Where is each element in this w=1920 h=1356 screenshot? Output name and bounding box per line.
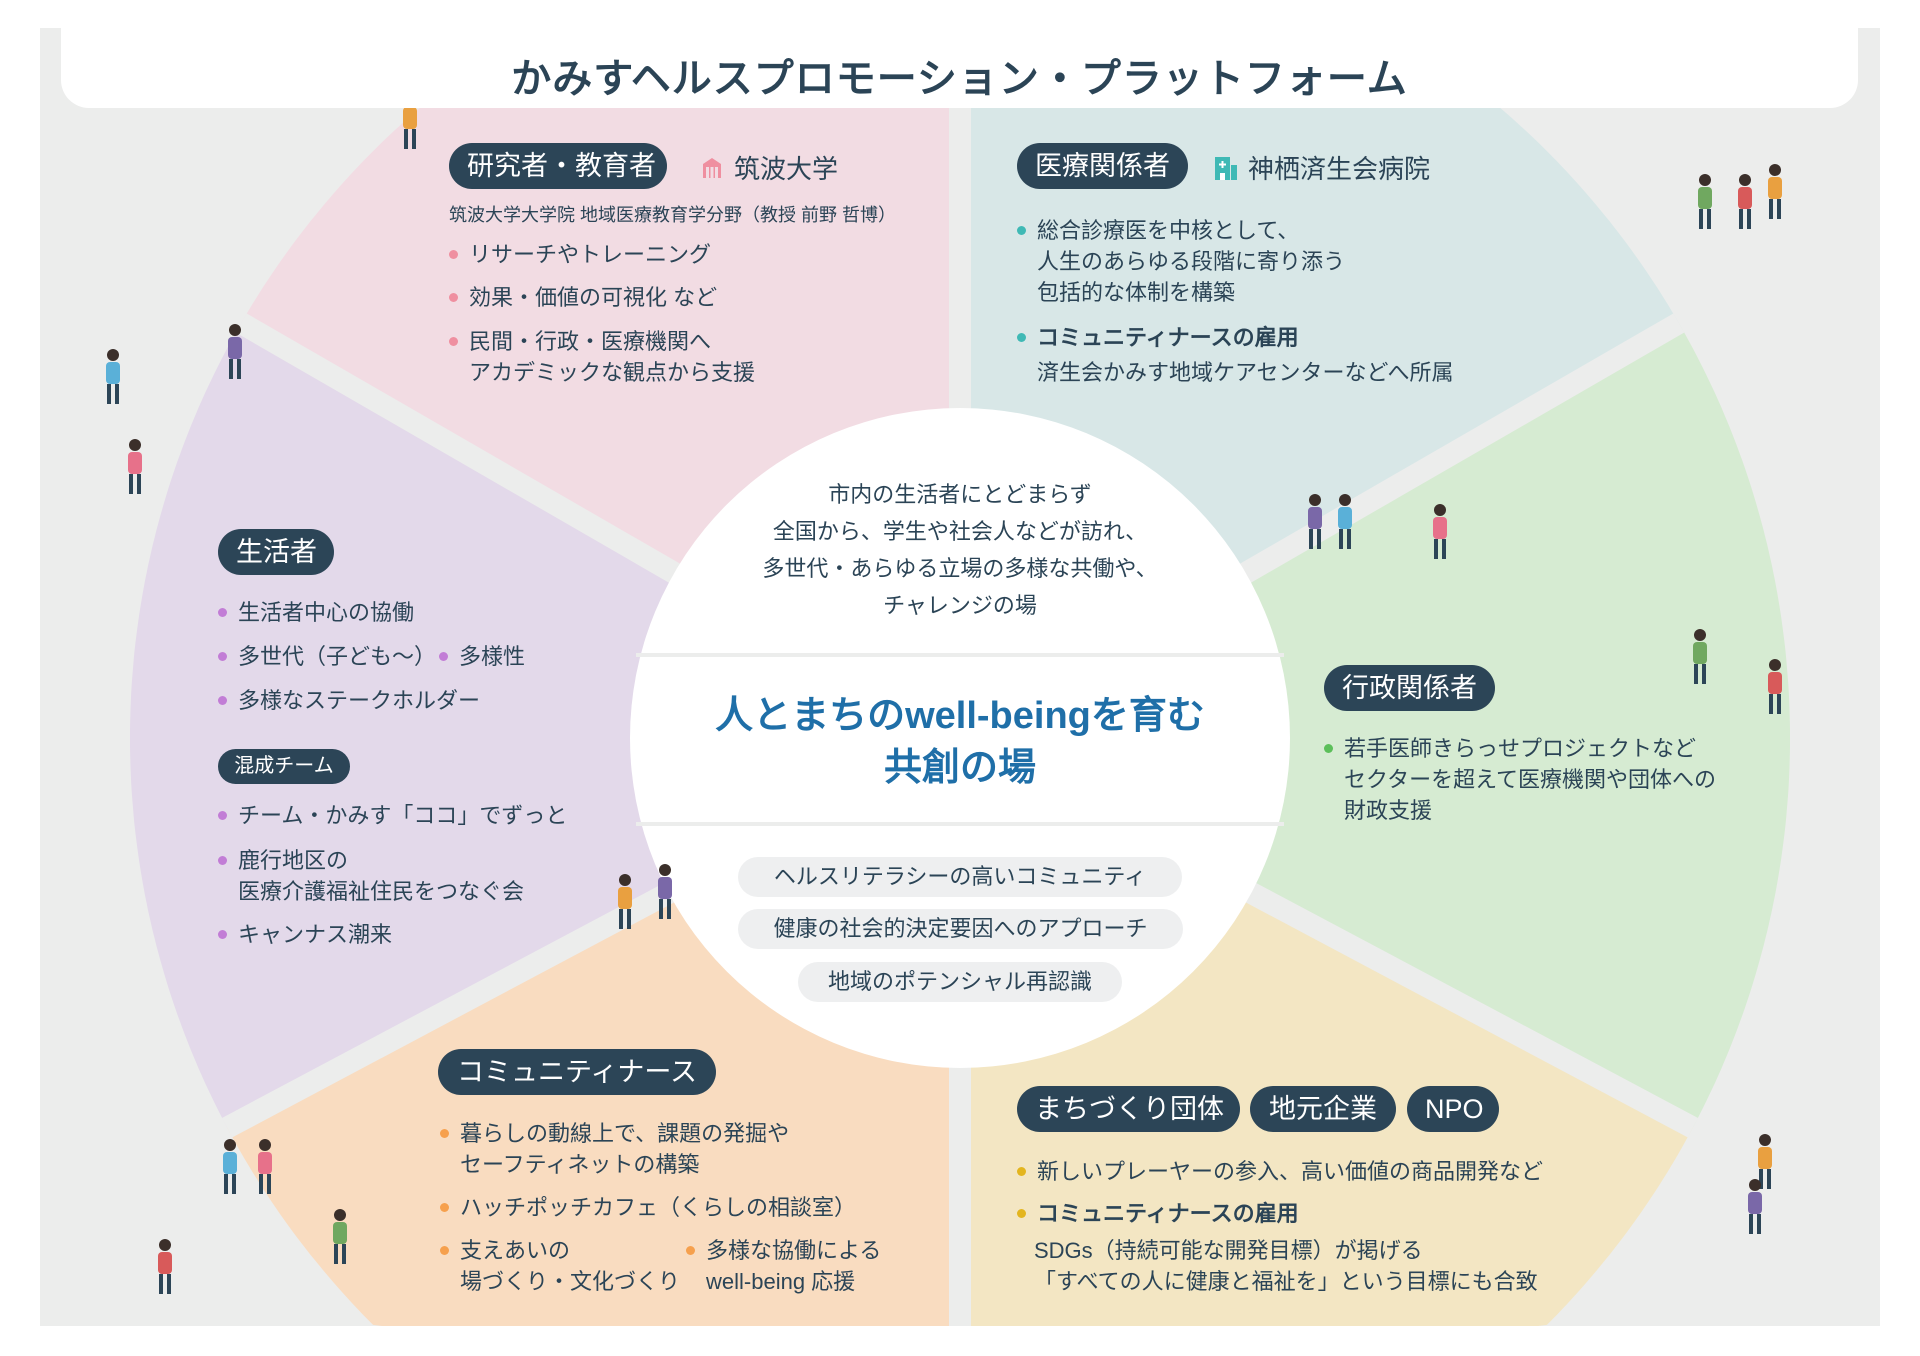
person-illustration	[1693, 629, 1707, 684]
research-label: 研究者・教育者	[449, 143, 667, 189]
header-bar: かみすヘルスプロモーション・プラットフォーム	[61, 28, 1858, 108]
research-org-name: 筑波大学	[734, 154, 839, 184]
person-illustration	[1738, 174, 1752, 229]
page-title: かみすヘルスプロモーション・プラットフォーム	[511, 57, 1408, 101]
keyword-pill: ヘルスリテラシーの高いコミュニティ	[738, 857, 1182, 897]
research-item: 効果・価値の可視化 など	[449, 282, 717, 313]
team-item: チーム・かみす「ココ」でずっと	[218, 800, 567, 831]
community-item: コミュニティナースの雇用	[1017, 1198, 1299, 1229]
person-illustration	[228, 324, 242, 379]
residents-item: 生活者中心の協働	[218, 597, 414, 628]
university-building-icon	[703, 157, 721, 178]
person-illustration	[1758, 1134, 1772, 1189]
center-intro: 市内の生活者にとどまらず 全国から、学生や社会人などが訪れ、 多世代・あらゆる立…	[762, 482, 1158, 618]
team-item: 鹿行地区の 医療介護福祉住民をつなぐ会	[218, 845, 524, 907]
hospital-icon	[1215, 156, 1237, 180]
person-illustration	[1768, 659, 1782, 714]
residents-label: 生活者	[218, 529, 334, 575]
person-illustration	[333, 1209, 347, 1264]
mixed-team-label: 混成チーム	[218, 749, 350, 784]
nurse-item: ハッチポッチカフェ（くらしの相談室）	[440, 1192, 856, 1223]
person-illustration	[1768, 164, 1782, 219]
person-illustration	[106, 349, 120, 404]
residents-item: 多世代（子ども〜）	[218, 641, 436, 672]
residents-item: 多様性	[439, 641, 525, 672]
person-illustration	[658, 864, 672, 919]
research-org: 筑波大学	[700, 149, 838, 186]
medical-org-name: 神栖済生会病院	[1248, 154, 1431, 184]
center-headline: 人とまちのwell-beingを育む 共創の場	[715, 695, 1205, 789]
person-illustration	[258, 1139, 272, 1194]
community-label: NPO	[1407, 1086, 1499, 1132]
person-illustration	[1748, 1179, 1762, 1234]
admin-item: 若手医師きらっせプロジェクトなど セクターを超えて医療機関や団体への 財政支援	[1324, 733, 1716, 826]
community-label: 地元企業	[1250, 1086, 1396, 1132]
research-item: リサーチやトレーニング	[449, 239, 711, 270]
medical-item: 総合診療医を中核として、 人生のあらゆる段階に寄り添う 包括的な体制を構築	[1017, 215, 1345, 308]
community-note: SDGs（持続可能な開発目標）が掲げる 「すべての人に健康と福祉を」という目標に…	[1034, 1238, 1538, 1294]
sector-admin	[960, 323, 1790, 1128]
medical-org: 神栖済生会病院	[1214, 149, 1430, 186]
nurse-item: 支えあいの 場づくり・文化づくり	[440, 1235, 680, 1297]
sector-residents	[130, 323, 960, 1128]
research-item: 民間・行政・医療機関へ アカデミックな観点から支援	[449, 326, 755, 388]
person-illustration	[1308, 494, 1322, 549]
team-item: キャンナス潮来	[218, 919, 392, 950]
person-illustration	[223, 1139, 237, 1194]
research-affiliation: 筑波大学大学院 地域医療教育学分野（教授 前野 哲博）	[449, 205, 897, 225]
medical-item: コミュニティナースの雇用	[1017, 322, 1299, 353]
community-label: まちづくり団体	[1017, 1086, 1240, 1132]
nurse-item: 暮らしの動線上で、課題の発掘や セーフティネットの構築	[440, 1118, 789, 1180]
person-illustration	[1433, 504, 1447, 559]
person-illustration	[1698, 174, 1712, 229]
residents-item: 多様なステークホルダー	[218, 685, 480, 716]
medical-label: 医療関係者	[1017, 143, 1188, 189]
person-illustration	[158, 1239, 172, 1294]
community-item: 新しいプレーヤーの参入、高い価値の商品開発など	[1017, 1156, 1543, 1187]
keyword-pill: 健康の社会的決定要因へのアプローチ	[738, 909, 1183, 949]
person-illustration	[1338, 494, 1352, 549]
nurse-item: 多様な協働による well-being 応援	[686, 1235, 881, 1297]
admin-label: 行政関係者	[1324, 665, 1495, 711]
medical-note: 済生会かみす地域ケアセンターなどへ所属	[1037, 360, 1454, 385]
person-illustration	[618, 874, 632, 929]
nurse-label: コミュニティナース	[438, 1049, 716, 1095]
person-illustration	[128, 439, 142, 494]
center-circle	[630, 408, 1290, 1068]
keyword-pill: 地域のポテンシャル再認識	[798, 962, 1122, 1002]
